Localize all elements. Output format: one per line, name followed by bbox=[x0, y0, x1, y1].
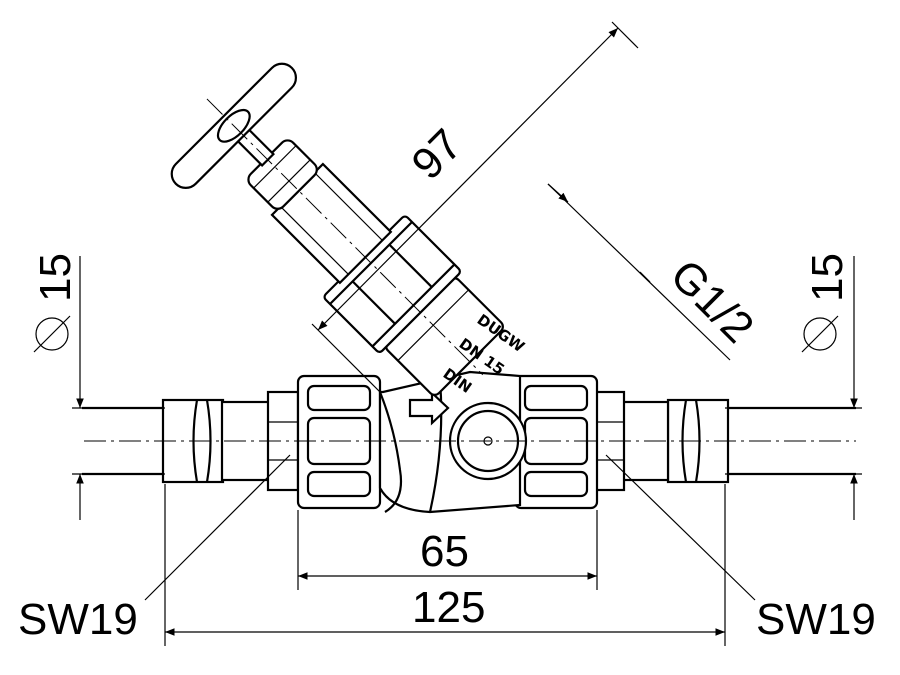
dim-thread: G1/2 bbox=[547, 183, 763, 361]
diameter-symbol-right bbox=[803, 317, 837, 351]
dim-body-length: 65 bbox=[297, 510, 598, 590]
dim-65-label: 65 bbox=[420, 527, 469, 576]
sw-left-label: SW19 bbox=[18, 595, 138, 644]
dim-dia-left-label: 15 bbox=[31, 253, 80, 302]
dim-thread-label: G1/2 bbox=[661, 250, 763, 352]
sw-right-label: SW19 bbox=[756, 595, 876, 644]
right-hex-nut bbox=[513, 374, 626, 510]
bonnet-assembly bbox=[170, 62, 504, 396]
dim-diameter-right: 15 bbox=[725, 253, 862, 520]
dim-overall-length: 125 bbox=[164, 484, 726, 646]
valve-body bbox=[378, 370, 528, 514]
dim-dia-right-label: 15 bbox=[803, 253, 852, 302]
dim-diameter-left: 15 bbox=[31, 253, 165, 520]
dim-125-label: 125 bbox=[412, 583, 485, 632]
wrench-size-left: SW19 bbox=[18, 454, 291, 644]
dim-97-label: 97 bbox=[402, 120, 471, 189]
left-hex-nut bbox=[266, 374, 382, 510]
wrench-size-right: SW19 bbox=[605, 454, 876, 644]
diameter-symbol-left bbox=[35, 317, 69, 351]
